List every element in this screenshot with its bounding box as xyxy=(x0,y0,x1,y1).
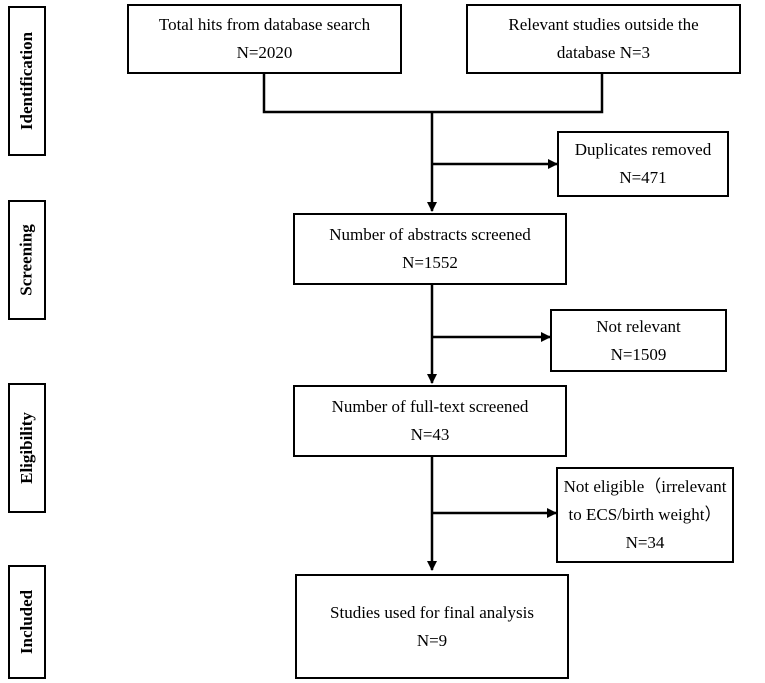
duplicates-label: Duplicates removed xyxy=(574,140,712,159)
outside-studies-box: Relevant studies outside the database N=… xyxy=(466,4,741,74)
stage-eligibility: Eligibility xyxy=(8,383,46,513)
full-text-box: Number of full-text screened N=43 xyxy=(293,385,567,457)
outside-studies-count: database N=3 xyxy=(556,43,651,62)
database-hits-count: N=2020 xyxy=(236,43,293,62)
abstracts-box: Number of abstracts screened N=1552 xyxy=(293,213,567,285)
database-hits-label: Total hits from database search xyxy=(158,15,371,34)
not-relevant-box: Not relevant N=1509 xyxy=(550,309,727,372)
not-relevant-count: N=1509 xyxy=(610,344,667,364)
stage-screening: Screening xyxy=(8,200,46,320)
not-relevant-label: Not relevant xyxy=(596,316,681,336)
stage-identification: Identification xyxy=(8,6,46,156)
duplicates-box: Duplicates removed N=471 xyxy=(557,131,729,197)
not-eligible-count: N=34 xyxy=(625,533,665,552)
not-eligible-label: Not eligible（irrelevant xyxy=(563,477,727,496)
final-analysis-box: Studies used for final analysis N=9 xyxy=(295,574,569,679)
stage-included: Included xyxy=(8,565,46,679)
full-text-label: Number of full-text screened xyxy=(331,397,529,416)
abstracts-label: Number of abstracts screened xyxy=(329,225,531,244)
not-eligible-label-cont: to ECS/birth weight） xyxy=(568,505,722,524)
database-hits-box: Total hits from database search N=2020 xyxy=(127,4,402,74)
final-analysis-label: Studies used for final analysis xyxy=(330,602,534,622)
full-text-count: N=43 xyxy=(410,425,450,444)
outside-studies-label: Relevant studies outside the xyxy=(508,15,699,34)
not-eligible-box: Not eligible（irrelevant to ECS/birth wei… xyxy=(556,467,734,563)
abstracts-count: N=1552 xyxy=(402,253,458,272)
final-analysis-count: N=9 xyxy=(416,630,448,650)
duplicates-count: N=471 xyxy=(619,168,667,187)
merge-connector xyxy=(262,73,604,114)
